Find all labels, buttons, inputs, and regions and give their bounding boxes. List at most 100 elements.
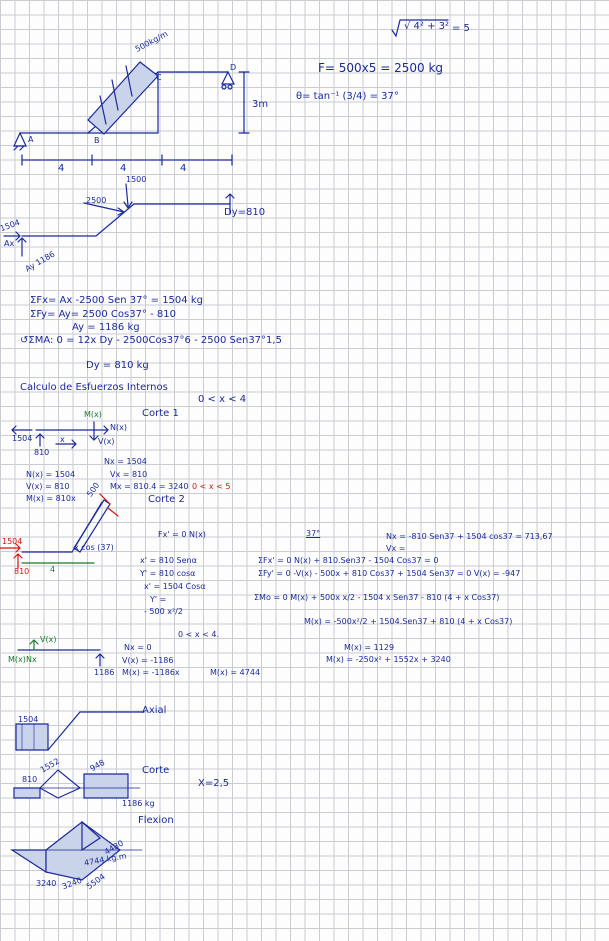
axial-title: Axial bbox=[142, 705, 167, 716]
support-a-icon bbox=[13, 131, 27, 147]
axial-line bbox=[47, 711, 145, 751]
r-vx: Vx = bbox=[386, 544, 406, 553]
arrow-2500 bbox=[83, 202, 125, 213]
corte1-x-arrow bbox=[55, 439, 77, 449]
c2-mx: Mx = 810.4 = 3240 bbox=[110, 482, 189, 491]
r-sum-mo: ΣMo = 0 M(x) + 500x x/2 - 1504 x Sen37 -… bbox=[254, 593, 500, 602]
c2-line2: Y' = 810 cosα bbox=[140, 569, 196, 578]
fbd-dy: Dy=810 bbox=[224, 207, 266, 218]
corte2-1504-arrow bbox=[0, 543, 21, 553]
sqrt-sign bbox=[391, 19, 449, 38]
r-mx: M(x) = -500x²/2 + 1504.Sen37 + 810 (4 + … bbox=[304, 617, 513, 626]
shear-rect-right bbox=[83, 773, 129, 799]
moment-top bbox=[81, 820, 101, 852]
dim-1: 4 bbox=[58, 163, 65, 174]
r-nx: Nx = -810 Sen37 + 1504 cos37 = 713,67 bbox=[386, 532, 553, 541]
height-label: 3m bbox=[252, 99, 269, 110]
r-mx-1129: M(x) = 1129 bbox=[344, 643, 395, 652]
c1-vx: V(x) bbox=[98, 437, 115, 446]
force-equation: F= 500x5 = 2500 kg bbox=[318, 61, 444, 75]
range-1: 0 < x < 4 bbox=[198, 394, 247, 405]
c1-nx: N(x) bbox=[110, 423, 127, 432]
shear-rect-left bbox=[13, 787, 41, 799]
dim-3: 4 bbox=[180, 163, 187, 174]
c2-red-1504: 1504 bbox=[2, 537, 23, 546]
point-b: B bbox=[94, 136, 100, 145]
c2-line4: Y' = bbox=[150, 595, 167, 604]
c1-mx: M(x) bbox=[84, 410, 102, 419]
c3-n: Nx = 0 bbox=[124, 643, 152, 652]
c1-v: V(x) = 810 bbox=[26, 482, 70, 491]
sqrt-expression: √ 4² + 3² bbox=[404, 21, 450, 32]
distributed-load bbox=[87, 61, 159, 135]
c2-vx: Vx = 810 bbox=[110, 470, 148, 479]
c3-mx: M(x) bbox=[8, 655, 26, 664]
c2-xcos: x cos (37) bbox=[74, 543, 114, 552]
corte-title: Corte bbox=[142, 765, 170, 776]
c2-range: 0 < x < 5 bbox=[192, 482, 231, 491]
c1-810: 810 bbox=[34, 448, 50, 457]
roller-1 bbox=[221, 84, 227, 90]
c2-line3: x' = 1504 Cosα bbox=[144, 582, 206, 591]
flexion-title: Flexion bbox=[138, 815, 174, 826]
c3-v: V(x) = -1186 bbox=[122, 656, 174, 665]
roller-2 bbox=[227, 84, 233, 90]
sqrt-result: = 5 bbox=[452, 23, 470, 34]
c1-x: x bbox=[60, 435, 65, 444]
axial-rect bbox=[15, 723, 49, 751]
c2-line1: x' = 810 Senα bbox=[140, 556, 197, 565]
c3-1186: 1186 bbox=[94, 668, 115, 677]
corte3-v-arrow bbox=[29, 639, 39, 651]
load-arrows bbox=[99, 65, 133, 125]
corte-810: 810 bbox=[22, 775, 38, 784]
fbd-1500: 1500 bbox=[126, 175, 147, 184]
theta-equation: θ= tan⁻¹ (3/4) = 37° bbox=[296, 91, 399, 102]
c2-line5: - 500 x²/2 bbox=[144, 607, 183, 616]
corte-1-label: Corte 1 bbox=[142, 408, 179, 419]
support-d-icon bbox=[221, 70, 235, 85]
corte-1186: 1186 kg bbox=[122, 799, 155, 808]
point-d: D bbox=[230, 63, 237, 72]
eq-sum-fx: ΣFx= Ax -2500 Sen 37° = 1504 kg bbox=[30, 295, 203, 306]
moment-left bbox=[9, 849, 47, 874]
fbd-2500: 2500 bbox=[86, 196, 107, 205]
r-sum-fx: ΣFx' = 0 N(x) + 810.Sen37 - 1504 Cos37 =… bbox=[258, 556, 439, 565]
eq-ay: Ay = 1186 kg bbox=[72, 322, 140, 333]
eq-moment: ↺ΣMA: 0 = 12x Dy - 2500Cos37°6 - 2500 Se… bbox=[20, 335, 282, 346]
c1-n: N(x) = 1504 bbox=[26, 470, 76, 479]
corte-x25: X=2,5 bbox=[198, 778, 230, 789]
c2-37-icon: 37° bbox=[306, 529, 321, 538]
arrow-ax bbox=[3, 231, 21, 241]
shear-triangle bbox=[39, 769, 82, 799]
c3-4744: M(x) = 4744 bbox=[210, 668, 261, 677]
r-mx-final: M(x) = -250x² + 1552x + 3240 bbox=[326, 655, 451, 664]
c2-fx0: Fx' = 0 N(x) bbox=[158, 530, 206, 539]
corte1-n-arrow bbox=[93, 425, 109, 435]
eq-dy: Dy = 810 kg bbox=[86, 360, 149, 371]
point-a: A bbox=[28, 135, 34, 144]
corte2-red-forces bbox=[99, 493, 119, 517]
corte-2-label: Corte 2 bbox=[148, 494, 185, 505]
c1-m: M(x) = 810x bbox=[26, 494, 76, 503]
c3-nx-label: Nx bbox=[26, 655, 37, 664]
c2-red-810: 810 bbox=[14, 567, 30, 576]
c3-m: M(x) = -1186x bbox=[122, 668, 180, 677]
point-c: C bbox=[156, 73, 162, 82]
fbd-ax: Ax bbox=[4, 239, 15, 248]
heading-esfuerzos: Calculo de Esfuerzos Internos bbox=[20, 382, 168, 393]
hatch-a bbox=[13, 145, 25, 151]
c1-1504: 1504 bbox=[12, 434, 33, 443]
corte2-810-arrow bbox=[13, 553, 23, 569]
corte3-1186-arrow bbox=[95, 653, 105, 667]
fbd-beam bbox=[21, 203, 231, 237]
corte1-810-arrow bbox=[35, 433, 45, 447]
c2-nx: Nx = 1504 bbox=[104, 457, 147, 466]
corte1-v-arrow bbox=[89, 421, 99, 441]
flexion-3240a: 3240 bbox=[36, 879, 57, 888]
arrow-dy bbox=[225, 193, 235, 215]
c2-range3: 0 < x < 4. bbox=[178, 630, 220, 639]
c2-red-4: 4 bbox=[50, 565, 56, 574]
dim-2: 4 bbox=[120, 163, 127, 174]
arrow-1500 bbox=[125, 183, 129, 207]
